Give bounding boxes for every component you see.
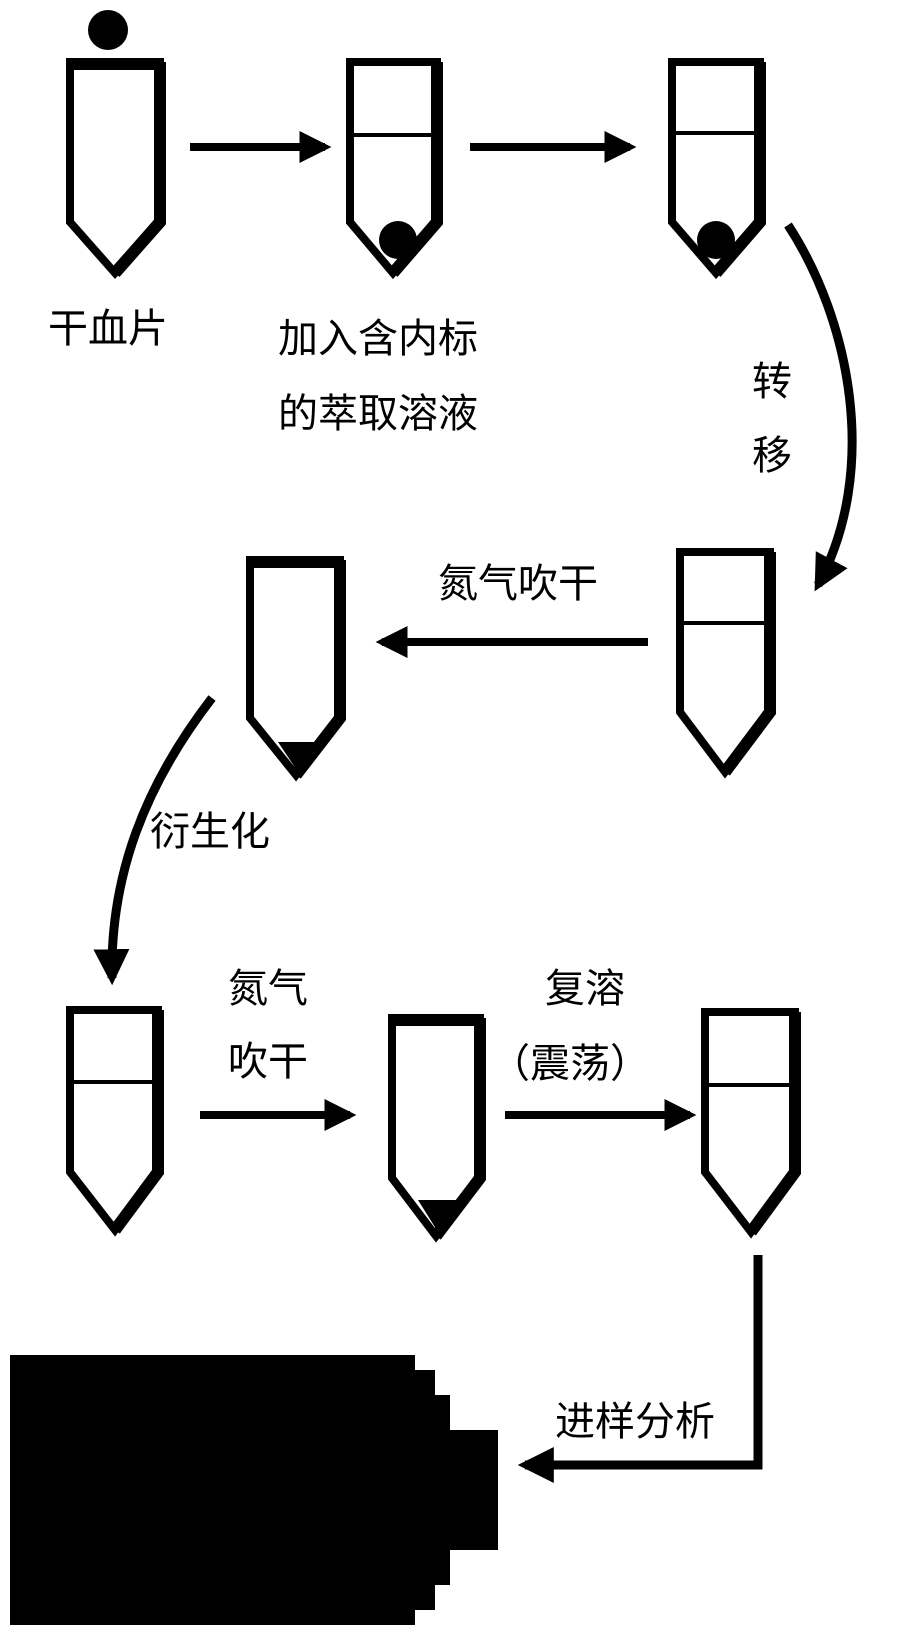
arrow-transfer: [784, 222, 857, 592]
tube-dried-blood-spot: [66, 10, 166, 280]
tube-extraction-2: [668, 58, 766, 280]
arrow-injection: [517, 1255, 763, 1483]
label-dried-blood-spot: 干血片: [48, 306, 168, 352]
tube-transferred: [676, 548, 776, 779]
label-redissolve-line2: （震荡）: [490, 1041, 650, 1087]
label-nitrogen-dry-2-line2: 吹干: [228, 1039, 308, 1085]
label-add-extraction-line1: 加入含内标: [278, 316, 478, 362]
label-transfer-1: 转: [752, 359, 792, 405]
analysis-instrument: [10, 1355, 498, 1625]
label-nitrogen-dry-2-line1: 氮气: [228, 966, 308, 1012]
tube-derivatized: [66, 1006, 164, 1237]
tube-dried: [246, 556, 346, 782]
tube-extraction: [346, 58, 443, 280]
label-nitrogen-dry-1: 氮气吹干: [438, 561, 598, 607]
label-derivatization: 衍生化: [150, 809, 270, 855]
label-redissolve-line1: 复溶: [545, 966, 625, 1012]
tube-redissolved: [701, 1008, 801, 1239]
label-add-extraction-line2: 的萃取溶液: [278, 391, 478, 437]
label-transfer-2: 移: [752, 433, 792, 479]
label-injection-analysis: 进样分析: [555, 1399, 715, 1445]
tube-dried-2: [388, 1014, 486, 1243]
arrow-derivatization: [93, 695, 216, 986]
